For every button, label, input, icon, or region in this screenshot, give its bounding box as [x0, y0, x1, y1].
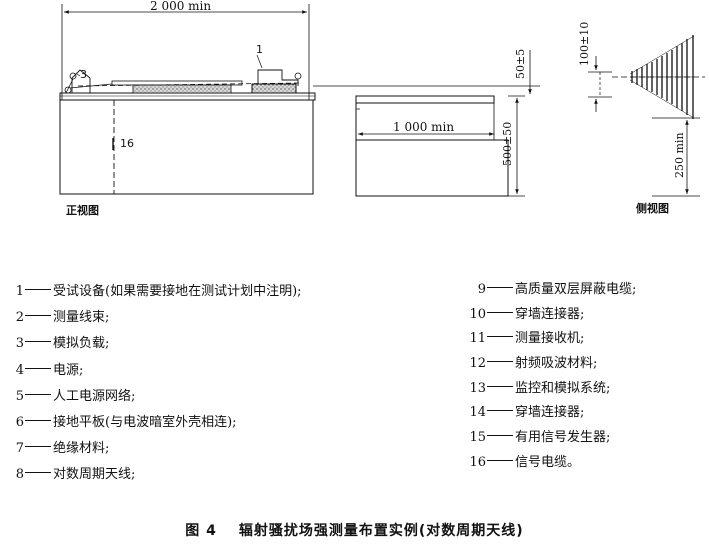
figure-caption: 图 4 辐射骚扰场强测量布置实例(对数周期天线)	[0, 520, 709, 540]
legend-left: 1 受试设备(如果需要接地在测试计划中注明); 2 测量线束; 3 模拟负载; 4 电源; 5 人…	[6, 285, 302, 495]
legend-dash	[487, 459, 513, 461]
dim-2000-label: 2 000 min	[150, 0, 211, 13]
side-ground-plane	[355, 95, 495, 104]
legend-dash	[25, 341, 51, 343]
legend-item: 8 对数周期天线;	[6, 468, 302, 494]
legend-dash	[25, 419, 51, 421]
legend-text: 接地平板(与电波暗室外壳相连);	[53, 414, 237, 430]
legend-number: 16	[469, 454, 486, 470]
legend-dash	[487, 311, 513, 313]
callout-3: 3	[80, 68, 87, 81]
legend-text: 信号电缆。	[515, 454, 581, 470]
figure-number: 图 4	[185, 523, 217, 539]
harness-line	[69, 83, 113, 89]
legend-text: 穿墙连接器;	[515, 405, 585, 421]
dim-1000-label: 1 000 min	[393, 120, 454, 134]
legend-item: 10 穿墙连接器;	[468, 308, 636, 333]
legend-dash	[487, 385, 513, 387]
legend-dash	[487, 410, 513, 412]
legend-dash	[487, 435, 513, 437]
legend-number: 2	[15, 310, 24, 326]
legend-number: 13	[469, 380, 486, 396]
harness-absorber-left	[132, 84, 232, 94]
legend-text: 模拟负载;	[53, 336, 110, 352]
legend-text: 测量线束;	[53, 310, 110, 326]
legend-text: 受试设备(如果需要接地在测试计划中注明);	[53, 284, 302, 299]
setup-diagram: 2 000 min 1 3 16 1 000 min 50±5 500±50 1…	[59, 0, 705, 217]
legend-dash	[25, 446, 51, 448]
legend-item: 7 绝缘材料;	[6, 442, 302, 468]
figure-title: 辐射骚扰场强测量布置实例(对数周期天线)	[238, 523, 524, 539]
legend-item: 6 接地平板(与电波暗室外壳相连);	[6, 416, 302, 442]
legend-dash	[487, 287, 513, 288]
legend-text: 电源;	[53, 362, 84, 378]
legend-item: 4 电源;	[6, 364, 302, 390]
legend-text: 人工电源网络;	[53, 388, 136, 404]
front-view-label: 正视图	[66, 203, 99, 217]
legend-number: 12	[469, 356, 486, 372]
load-simulator	[71, 69, 91, 93]
legend-text: 测量接收机;	[515, 331, 585, 347]
legend-item: 5 人工电源网络;	[6, 390, 302, 416]
legend-text: 穿墙连接器;	[515, 306, 585, 322]
eut-box	[251, 83, 297, 94]
legend-item: 11 测量接收机;	[468, 332, 636, 357]
legend-item: 2 测量线束;	[6, 311, 302, 337]
legend-number: 11	[469, 331, 486, 347]
legend-number: 1	[15, 284, 24, 299]
legend-item: 15 有用信号发生器;	[468, 431, 636, 456]
legend-number: 3	[15, 336, 24, 352]
legend-number: 10	[469, 306, 486, 322]
legend-text: 监控和模拟系统;	[515, 380, 611, 396]
legend-number: 8	[15, 467, 24, 483]
front-view	[59, 4, 316, 195]
legend-text: 高质量双层屏蔽电缆;	[515, 282, 637, 297]
legend-dash	[25, 367, 51, 369]
legend-dash	[25, 472, 51, 474]
dim-100-label: 100±10	[578, 22, 591, 66]
legend-number: 7	[15, 441, 24, 457]
legend-number: 5	[15, 388, 24, 404]
dim-50-label: 50±5	[514, 49, 527, 79]
legend-item: 13 监控和模拟系统;	[468, 382, 636, 407]
legend-dash	[487, 361, 513, 363]
legend-text: 对数周期天线;	[53, 467, 136, 483]
callout-16: 16	[120, 137, 134, 150]
callout-1: 1	[256, 43, 263, 56]
legend-dash	[25, 289, 51, 290]
legend-dash	[25, 393, 51, 395]
dim-500-label: 500±50	[501, 122, 514, 166]
eut-cable	[257, 69, 299, 86]
legend-item: 9 高质量双层屏蔽电缆;	[468, 282, 637, 308]
legend-number: 4	[15, 362, 24, 378]
legend-item: 12 射频吸波材料;	[468, 357, 636, 382]
legend-number: 6	[15, 414, 24, 430]
legend-number: 15	[469, 430, 486, 446]
legend-item: 1 受试设备(如果需要接地在测试计划中注明);	[6, 285, 302, 311]
side-bench	[355, 139, 509, 197]
legend-text: 绝缘材料;	[53, 441, 110, 457]
legend-number: 14	[469, 405, 486, 421]
legend-number: 9	[477, 282, 486, 297]
front-ground-plane	[59, 92, 316, 101]
side-view-label: 侧视图	[636, 201, 669, 215]
side-view	[313, 50, 705, 197]
legend-dash	[487, 336, 513, 338]
legend-dash	[25, 315, 51, 317]
legend-item: 16 信号电缆。	[468, 456, 636, 481]
dim-250-label: 250 min	[673, 132, 686, 178]
legend-text: 有用信号发生器;	[515, 430, 611, 446]
legend-item: 14 穿墙连接器;	[468, 406, 636, 431]
legend-text: 射频吸波材料;	[515, 356, 598, 372]
legend-right: 9 高质量双层屏蔽电缆; 10 穿墙连接器; 11 测量接收机; 12 射频吸波材料; 13 监控…	[468, 283, 636, 481]
front-bench	[59, 99, 314, 195]
legend-item: 3 模拟负载;	[6, 337, 302, 363]
